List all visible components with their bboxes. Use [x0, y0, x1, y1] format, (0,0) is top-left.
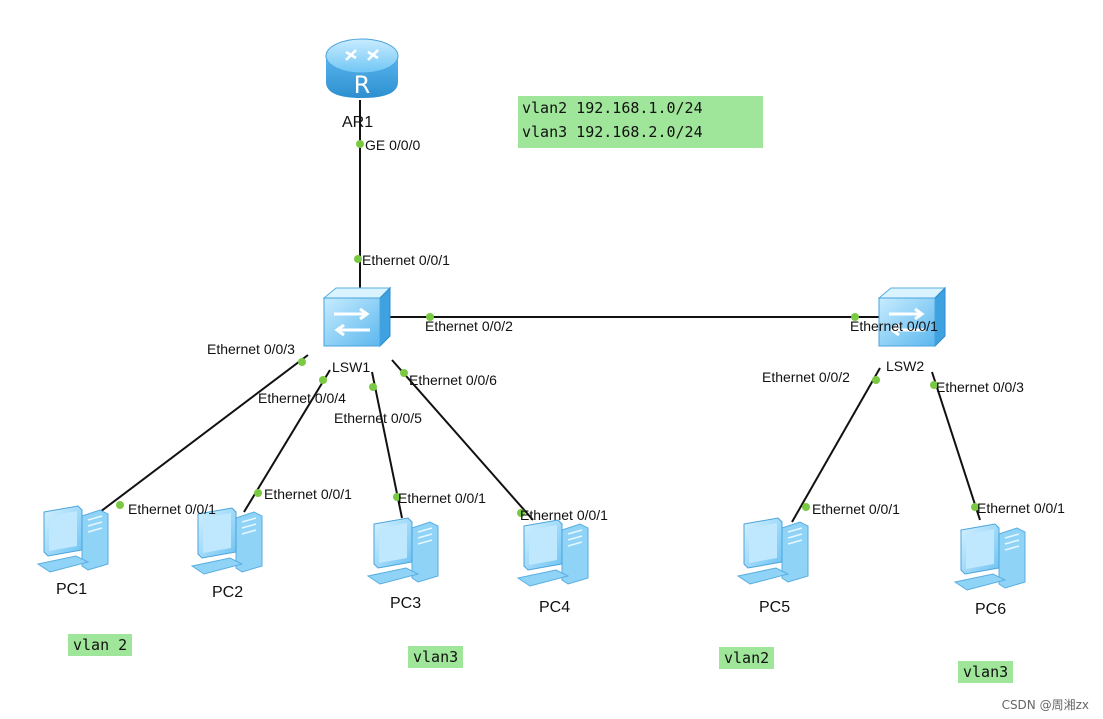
- port-dot: [851, 313, 859, 321]
- links: [91, 100, 981, 523]
- port-label-lsw1-e006: Ethernet 0/0/6: [409, 372, 497, 388]
- link-lsw1-pc4: [391, 359, 534, 521]
- vlan-tag-pc6: vlan3: [958, 661, 1014, 683]
- port-label-pc2-e001: Ethernet 0/0/1: [264, 486, 352, 502]
- pc2-device[interactable]: [191, 507, 263, 575]
- port-dot: [971, 503, 979, 511]
- link-lsw1-pc2: [243, 369, 331, 513]
- pc5-device[interactable]: [737, 517, 809, 585]
- port-label-lsw1-e004: Ethernet 0/0/4: [258, 390, 346, 406]
- port-label-lsw1-e005: Ethernet 0/0/5: [334, 410, 422, 426]
- port-dot: [930, 381, 938, 389]
- port-dot: [426, 313, 434, 321]
- port-label-ar1-ge000: GE 0/0/0: [365, 137, 421, 153]
- port-label-pc5-e001: Ethernet 0/0/1: [812, 501, 900, 517]
- link-lsw2-pc6: [931, 371, 981, 521]
- label-pc5: PC5: [759, 599, 791, 616]
- pc3-device[interactable]: [367, 517, 439, 585]
- port-dots: [116, 140, 979, 517]
- svg-text:R: R: [354, 71, 371, 99]
- subnet-line-vlan3: vlan3 192.168.2.0/24: [522, 123, 703, 141]
- port-dot: [369, 383, 377, 391]
- link-lsw2-pc5: [791, 367, 881, 523]
- label-pc3: PC3: [390, 595, 422, 612]
- pc1-device[interactable]: [37, 505, 109, 573]
- pc4-device[interactable]: [517, 519, 589, 587]
- watermark: CSDN @周湘zx: [1001, 698, 1089, 712]
- subnet-info-box: vlan2 192.168.1.0/24 vlan3 192.168.2.0/2…: [518, 96, 763, 148]
- port-label-lsw2-e001: Ethernet 0/0/1: [850, 318, 938, 334]
- pc6-device[interactable]: [954, 523, 1026, 591]
- port-label-lsw1-e002: Ethernet 0/0/2: [425, 318, 513, 334]
- switch-lsw2[interactable]: [877, 286, 947, 348]
- port-dot: [802, 503, 810, 511]
- vlan-tag-pc5: vlan2: [719, 647, 775, 669]
- port-label-lsw2-e002: Ethernet 0/0/2: [762, 369, 850, 385]
- label-pc6: PC6: [975, 601, 1007, 618]
- port-dot: [116, 501, 124, 509]
- vlan-tag-pc1-pc2: vlan 2: [68, 634, 133, 656]
- router-ar1[interactable]: R: [325, 38, 399, 99]
- vlan-tag-pc3-pc4: vlan3: [408, 646, 464, 668]
- label-pc1: PC1: [56, 581, 88, 598]
- label-ar1: AR1: [342, 114, 374, 131]
- port-label-pc6-e001: Ethernet 0/0/1: [977, 500, 1065, 516]
- switch-lsw1[interactable]: [322, 286, 392, 348]
- port-label-pc4-e001: Ethernet 0/0/1: [520, 507, 608, 523]
- port-dot: [356, 140, 364, 148]
- port-dot: [354, 255, 362, 263]
- port-label-lsw1-e003: Ethernet 0/0/3: [207, 341, 295, 357]
- port-dot: [517, 509, 525, 517]
- label-pc2: PC2: [212, 584, 244, 601]
- port-label-lsw2-e003: Ethernet 0/0/3: [936, 379, 1024, 395]
- port-dot: [298, 358, 306, 366]
- port-label-pc3-e001: Ethernet 0/0/1: [398, 490, 486, 506]
- port-dot: [872, 376, 880, 384]
- port-label-pc1-e001: Ethernet 0/0/1: [128, 501, 216, 517]
- port-dot: [393, 493, 401, 501]
- port-dot: [400, 369, 408, 377]
- port-dot: [254, 489, 262, 497]
- subnet-line-vlan2: vlan2 192.168.1.0/24: [522, 99, 703, 117]
- port-dot: [319, 376, 327, 384]
- link-lsw1-pc1: [91, 354, 309, 519]
- label-lsw1: LSW1: [332, 359, 371, 375]
- port-label-lsw1-e001: Ethernet 0/0/1: [362, 252, 450, 268]
- label-pc4: PC4: [539, 599, 571, 616]
- label-lsw2: LSW2: [886, 358, 925, 374]
